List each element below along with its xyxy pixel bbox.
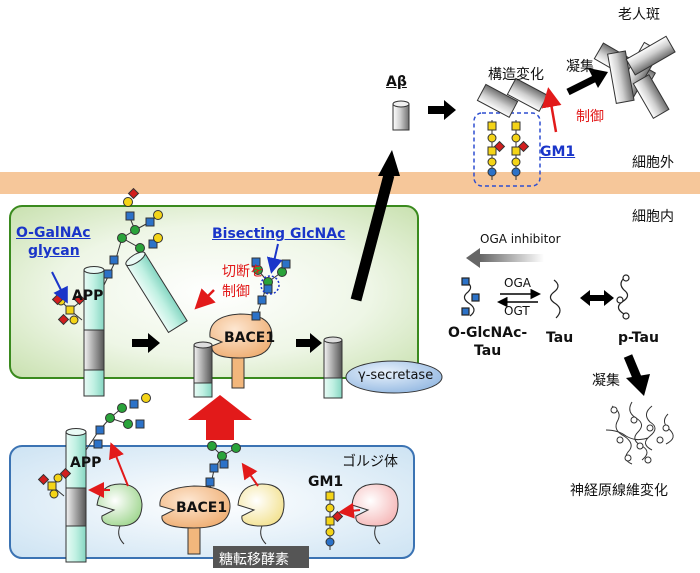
gm1-glycan-golgi [325, 490, 344, 550]
glycosyltransferase-green [96, 483, 143, 545]
process-arrow-2 [296, 333, 322, 353]
label-aggregation-plaque: 凝集 [566, 59, 594, 75]
label-o-galnac-line2: glycan [28, 243, 80, 259]
region-label-outside: 細胞外 [632, 155, 674, 171]
label-abeta: Aβ [386, 74, 407, 90]
abeta-release-arrow [350, 150, 400, 302]
label-nft: 神経原線維変化 [570, 483, 668, 499]
label-o-glcnac-tau-line2: Tau [474, 343, 502, 359]
label-oga: OGA [504, 276, 531, 290]
label-o-glcnac-tau-line1: O-GlcNAc- [448, 325, 528, 341]
bace1-upper [209, 313, 273, 389]
plasma-membrane [0, 172, 700, 194]
process-arrow-1 [132, 333, 160, 353]
app-stub-upper [193, 341, 213, 398]
app-fragment-tilted [125, 251, 188, 334]
label-aggregation-tau: 凝集 [592, 373, 620, 389]
senile-plaque [593, 35, 676, 120]
blue-arrow-bisecting [266, 243, 283, 274]
control-arrow [541, 87, 562, 133]
abeta-peptide [392, 100, 410, 131]
bace1-golgi [159, 485, 231, 555]
label-glycosyltransferase: 糖転移酵素 [219, 552, 289, 568]
region-label-inside: 細胞内 [632, 209, 674, 225]
gm1-glycans-outside [487, 120, 530, 180]
label-bisecting-glcnac: Bisecting GlcNAc [212, 226, 346, 242]
n-glycan-golgi [85, 393, 151, 451]
o-galnac-glycan-golgi [37, 467, 72, 499]
nft-tangle [605, 401, 674, 465]
process-arrow-3 [428, 100, 456, 120]
aggregation-arrow-plaque [566, 68, 608, 96]
o-glcnac-tau-shape [461, 277, 480, 317]
abeta-conformation [476, 77, 549, 118]
glycosyltransferase-pink [351, 483, 399, 545]
red-arrow-enzyme-1 [109, 442, 129, 487]
app-upper [83, 266, 105, 397]
label-o-galnac-line1: O-GalNAc [16, 225, 91, 241]
blue-arrow-ogalnac [51, 271, 68, 304]
app-stub-gamma [323, 336, 343, 399]
label-control: 制御 [576, 109, 604, 125]
oga-inhibitor-arrow [466, 248, 544, 268]
label-ogt: OGT [504, 304, 530, 318]
tau-shape [549, 279, 561, 319]
n-glycan-upper [103, 187, 163, 286]
label-o-galnac: O-GalNAc glycan [16, 224, 91, 260]
label-bace1-upper: BACE1 [224, 330, 276, 346]
glycosyltransferase-yellow [237, 483, 285, 545]
label-gamma-secretase: γ-secretase [358, 368, 434, 383]
n-glycan-bace1-golgi [205, 441, 241, 489]
label-gm1-outside: GM1 [540, 144, 576, 160]
label-cleavage-control: 切断を 制御 [222, 262, 264, 302]
label-p-tau: p-Tau [618, 330, 659, 346]
label-app-golgi: APP [70, 455, 102, 471]
label-conformation-change: 構造変化 [488, 67, 544, 83]
label-gm1-golgi: GM1 [308, 474, 344, 490]
transport-arrow [188, 395, 252, 440]
app-golgi [65, 428, 87, 563]
label-app-upper: APP [72, 288, 104, 304]
label-o-glcnac-tau: O-GlcNAc- Tau [448, 324, 527, 360]
p-tau-shape [616, 274, 630, 320]
phosphorylation-double-arrow [580, 290, 614, 306]
label-senile-plaque: 老人斑 [618, 7, 660, 23]
glycosyltransferase-label-bg [213, 546, 309, 568]
red-arrow-cleavage [194, 288, 216, 310]
label-tau: Tau [546, 330, 574, 346]
region-label-golgi: ゴルジ体 [342, 454, 398, 470]
label-bace1-golgi: BACE1 [176, 500, 228, 516]
gamma-secretase [345, 360, 443, 394]
red-arrow-enzyme-4 [338, 502, 361, 519]
label-oga-inhibitor: OGA inhibitor [480, 232, 561, 246]
aggregation-arrow-tau [623, 354, 650, 396]
red-arrow-enzyme-3 [241, 462, 259, 487]
label-cleavage-line1: 切断を [222, 264, 264, 280]
label-cleavage-line2: 制御 [222, 284, 250, 300]
